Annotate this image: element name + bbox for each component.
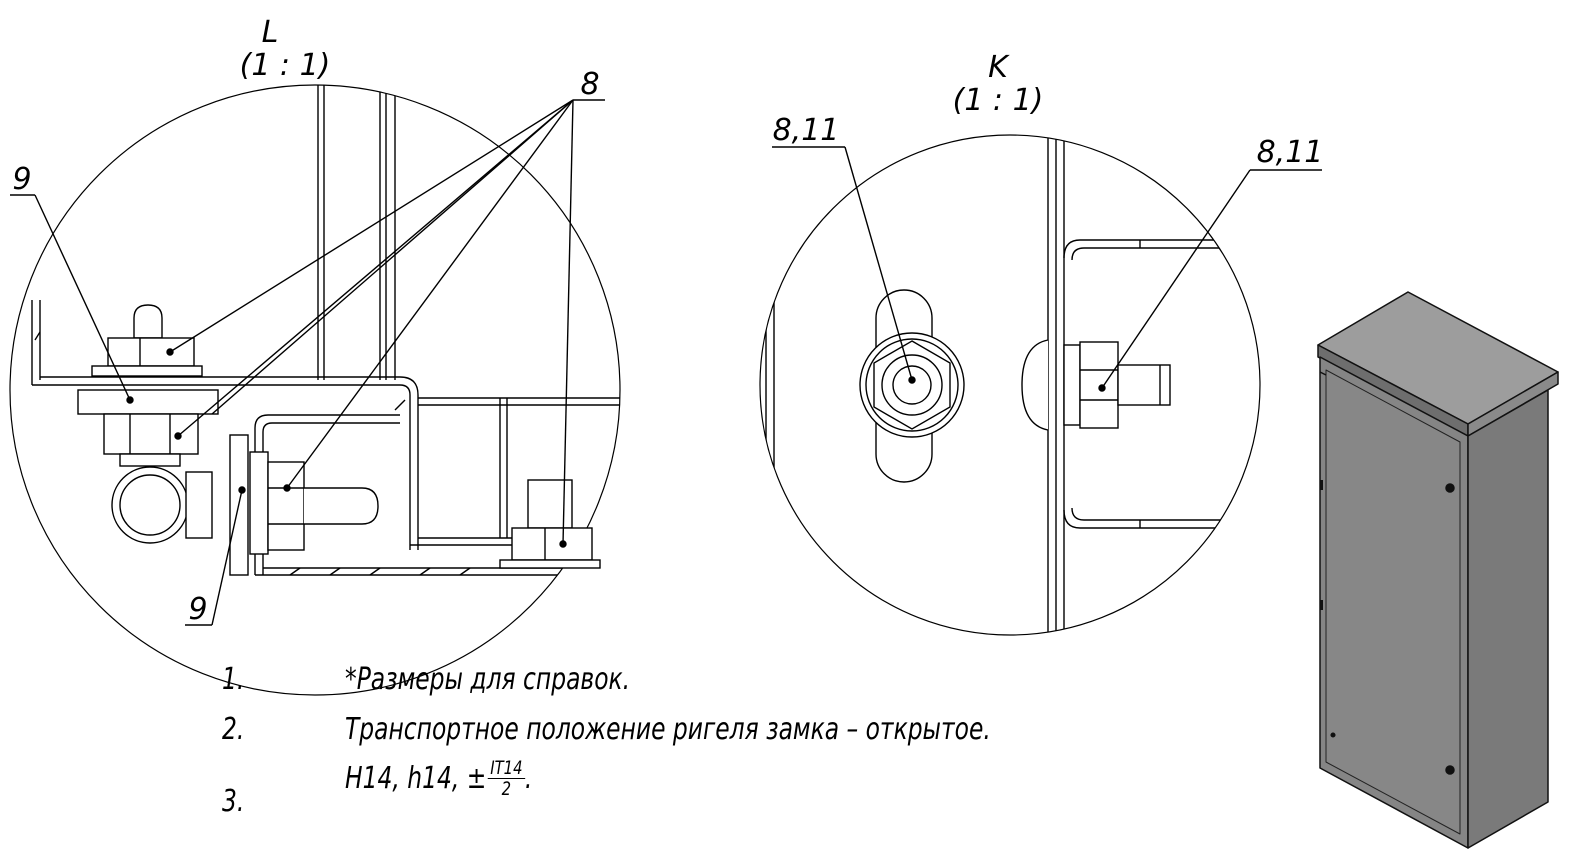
cabinet-top-lip-side: [1467, 371, 1559, 437]
door-lock-bottom: [1445, 765, 1455, 775]
view-l-scale: (1 : 1): [240, 48, 331, 83]
detail-view-k: [759, 134, 1322, 636]
callout-8-11-right: 8,11: [1257, 135, 1324, 170]
note-1-text: *Размеры для справок.: [345, 662, 631, 697]
view-k-letter: K: [988, 50, 1010, 85]
note-3-fraction-denominator: 2: [501, 778, 512, 800]
cabinet-isometric: [1317, 291, 1559, 849]
callout-8: 8: [580, 67, 599, 102]
callout-8-11-left: 8,11: [773, 113, 840, 148]
note-2-number: 2.: [222, 712, 245, 747]
note-3-number: 3.: [222, 784, 245, 819]
door-lock-top: [1445, 483, 1455, 493]
detail-view-l: [9, 84, 621, 696]
cabinet-door: [1325, 369, 1461, 835]
cabinet-side: [1467, 389, 1549, 849]
note-2-text: Транспортное положение ригеля замка – от…: [345, 712, 991, 747]
callout-9-top: 9: [12, 162, 31, 197]
note-3-tolerance: H14, h14, ±: [345, 761, 487, 796]
view-l-letter: L: [262, 15, 279, 50]
note-1-number: 1.: [222, 662, 245, 697]
view-k-scale: (1 : 1): [953, 83, 1044, 118]
callout-9-bottom: 9: [188, 592, 207, 627]
note-3-fraction-numerator: IT14: [487, 758, 525, 779]
note-3-suffix: .: [524, 761, 533, 796]
